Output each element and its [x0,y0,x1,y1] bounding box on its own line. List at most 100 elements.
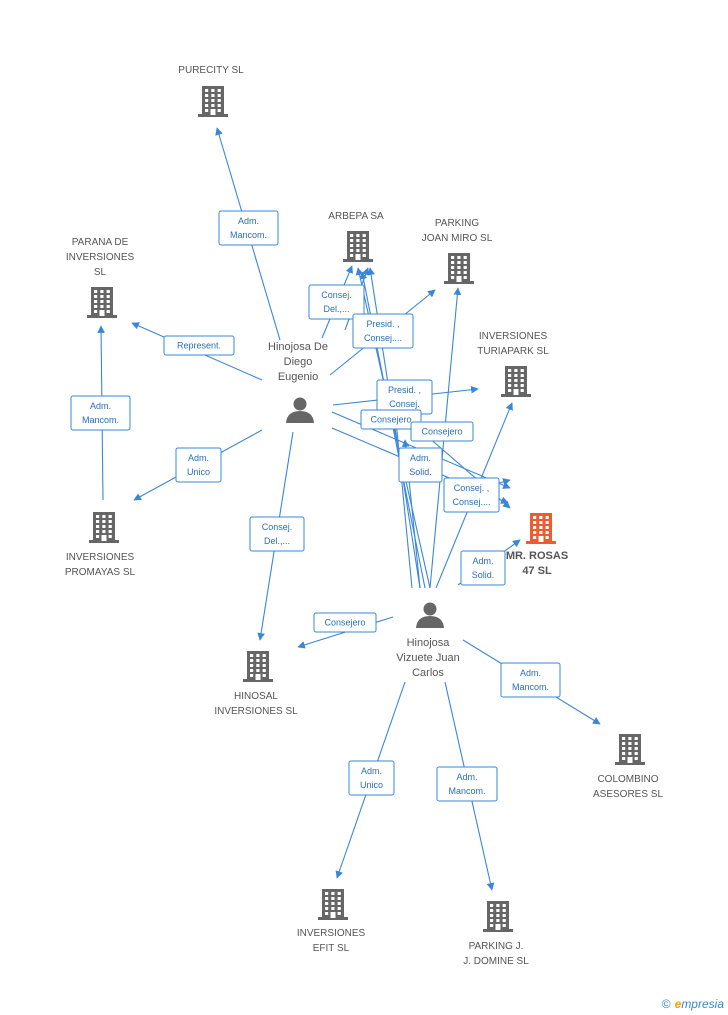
relation-label-box [443,477,500,513]
relation-label-e7[interactable]: Consejero [360,409,422,430]
node-label: PARANA DE [72,237,129,248]
relation-label-text: Mancom. [230,230,267,240]
relation-label-e8[interactable]: Consejero [410,421,474,442]
building-icon [318,889,348,920]
relation-label-box [460,550,506,586]
relation-label-text: Adm. [188,453,209,463]
relation-label-text: Del.,... [264,536,290,546]
relation-label-text: Unico [187,467,210,477]
relation-label-e16[interactable]: Adm. Unico [348,760,395,796]
node-label: Hinojosa De [268,341,328,353]
node-arbepa[interactable]: ARBEPA SA [328,211,384,262]
node-label: MR. ROSAS [506,550,568,562]
relation-label-e12[interactable]: Consej.Del.,... [249,516,305,552]
brand-logo-e: e [674,997,682,1011]
relation-label-e15[interactable]: Adm.Mancom. [500,662,561,698]
relation-label-text: Consej.... [452,497,490,507]
node-label: Hinojosa [407,637,451,649]
relation-label-e11[interactable]: Consej. ,Consej.... [443,477,500,513]
node-label: PROMAYAS SL [65,567,136,578]
building-icon [243,651,273,682]
relation-label-e14[interactable]: Consejero [313,612,377,633]
relation-label-text: Consej. [389,399,420,409]
building-icon [198,86,228,117]
brand-logo-text: mpresia [681,997,724,1011]
node-label: INVERSIONES [66,252,135,263]
node-label: Vizuete Juan [396,652,459,664]
node-label: INVERSIONES [66,552,135,563]
node-label: JOAN MIRO SL [422,233,493,244]
node-label: ASESORES SL [593,789,663,800]
relation-label-e3[interactable]: Presid. ,Consej.... [352,313,414,349]
relation-label-e1[interactable]: Adm.Mancom. [218,210,279,246]
node-parking-domine[interactable]: PARKING J. J. DOMINE SL [463,901,529,967]
relation-label-e6[interactable]: Presid. ,Consej. [376,379,433,415]
relation-label-e5[interactable]: Adm.Mancom. [70,395,131,431]
node-label: Diego [284,356,313,368]
relation-label-e4[interactable]: Represent. [163,335,235,356]
relation-label-e9[interactable]: Adm. Unico [175,447,222,483]
relation-label-text: Adm. [361,766,382,776]
node-label: SL [94,267,107,278]
relation-label-text: Mancom. [448,786,485,796]
relation-label-box [308,284,365,320]
node-label: PURECITY SL [178,65,244,76]
relation-label-box [360,409,422,430]
node-parking-joan-miro[interactable]: PARKING JOAN MIRO SL [422,218,493,284]
node-label: INVERSIONES [479,331,548,342]
node-inversiones-promayas[interactable]: INVERSIONES PROMAYAS SL [65,512,136,578]
relation-label-text: Consejero [324,618,365,628]
building-icon [526,513,556,544]
node-label: PARKING [435,218,479,229]
building-icon [444,253,474,284]
copyright-icon: © [661,997,671,1011]
relation-label-box [163,335,235,356]
node-label: TURIAPARK SL [477,346,549,357]
building-icon [483,901,513,932]
relation-label-e17[interactable]: Adm. Mancom. [436,766,498,802]
node-label: INVERSIONES SL [214,706,298,717]
node-label: ARBEPA SA [328,211,384,222]
node-inversiones-turiapark[interactable]: INVERSIONES TURIAPARK SL [477,331,549,397]
relation-label-box [352,313,414,349]
relation-label-e10[interactable]: Adm.Solid. [398,447,443,483]
node-label: PARKING J. [469,941,524,952]
building-icon [615,734,645,765]
node-label: INVERSIONES [297,928,366,939]
relation-label-text: Solid. [472,570,495,580]
node-label: EFIT SL [313,943,350,954]
building-icon [343,231,373,262]
relation-label-box [249,516,305,552]
relation-label-text: Consej.... [364,333,402,343]
relation-label-box [313,612,377,633]
relation-label-box [398,447,443,483]
relation-label-box [348,760,395,796]
node-label: Carlos [412,667,444,679]
relation-label-box [500,662,561,698]
relation-label-text: Unico [360,780,383,790]
relation-label-text: Consejero [421,427,462,437]
relation-label-text: Adm. [90,401,111,411]
relation-label-box [175,447,222,483]
building-icon [87,287,117,318]
relation-label-e2[interactable]: Consej.Del.,... [308,284,365,320]
node-parana[interactable]: PARANA DE INVERSIONES SL [66,237,135,318]
relation-label-text: Adm. [520,668,541,678]
brand-footer[interactable]: ©empresia [662,997,724,1011]
relation-label-box [218,210,279,246]
node-inversiones-efit[interactable]: INVERSIONES EFIT SL [297,889,366,954]
relation-label-e13[interactable]: Adm.Solid. [460,550,506,586]
relation-label-text: Represent. [177,341,221,351]
person-icon [416,602,444,628]
relation-label-box [436,766,498,802]
relation-label-text: Adm. [456,772,477,782]
building-icon [89,512,119,543]
node-label: J. DOMINE SL [463,956,529,967]
node-purecity[interactable]: PURECITY SL [178,65,244,117]
